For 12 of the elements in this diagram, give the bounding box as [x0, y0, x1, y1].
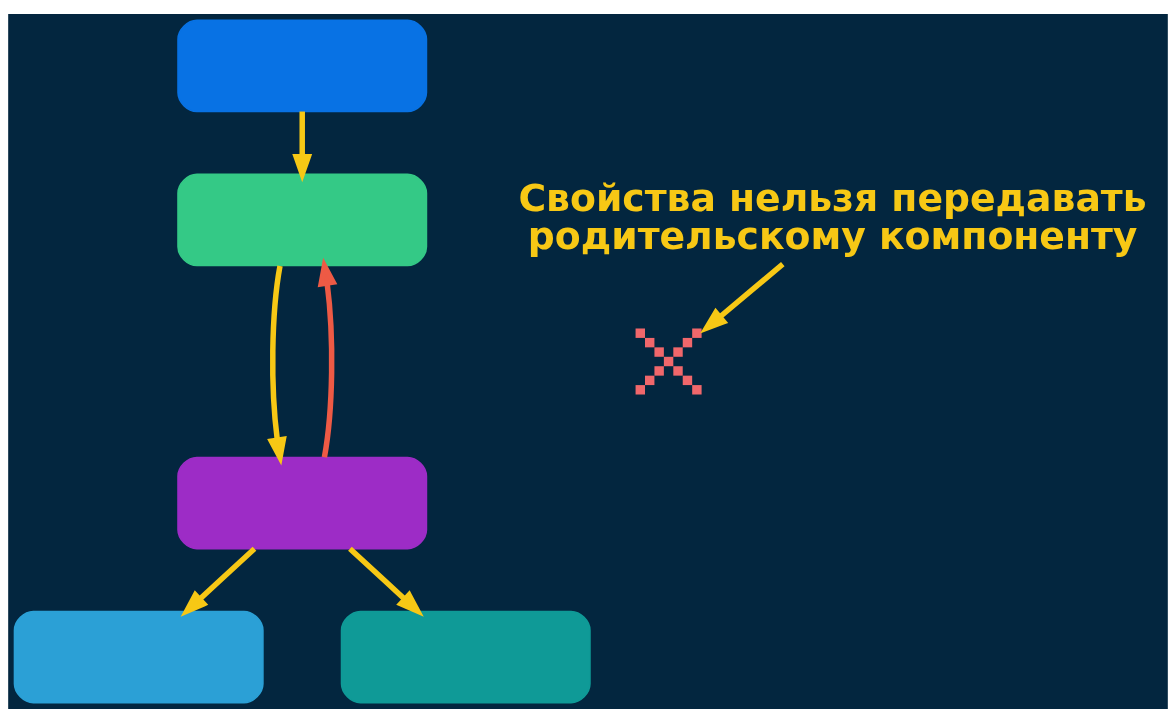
- arrow: [317, 257, 338, 458]
- arrow: [292, 111, 313, 183]
- node-box: [177, 173, 428, 267]
- arrow: [700, 262, 785, 334]
- node-box: [177, 456, 428, 550]
- node-box: [13, 610, 264, 704]
- node-text: Свойства нельзя передавать родительскому компоненту: [518, 175, 1147, 258]
- node-box: [177, 19, 428, 113]
- node-box: [340, 610, 591, 704]
- arrow: [267, 265, 287, 466]
- arrow: [180, 546, 257, 617]
- arrow: [348, 546, 424, 617]
